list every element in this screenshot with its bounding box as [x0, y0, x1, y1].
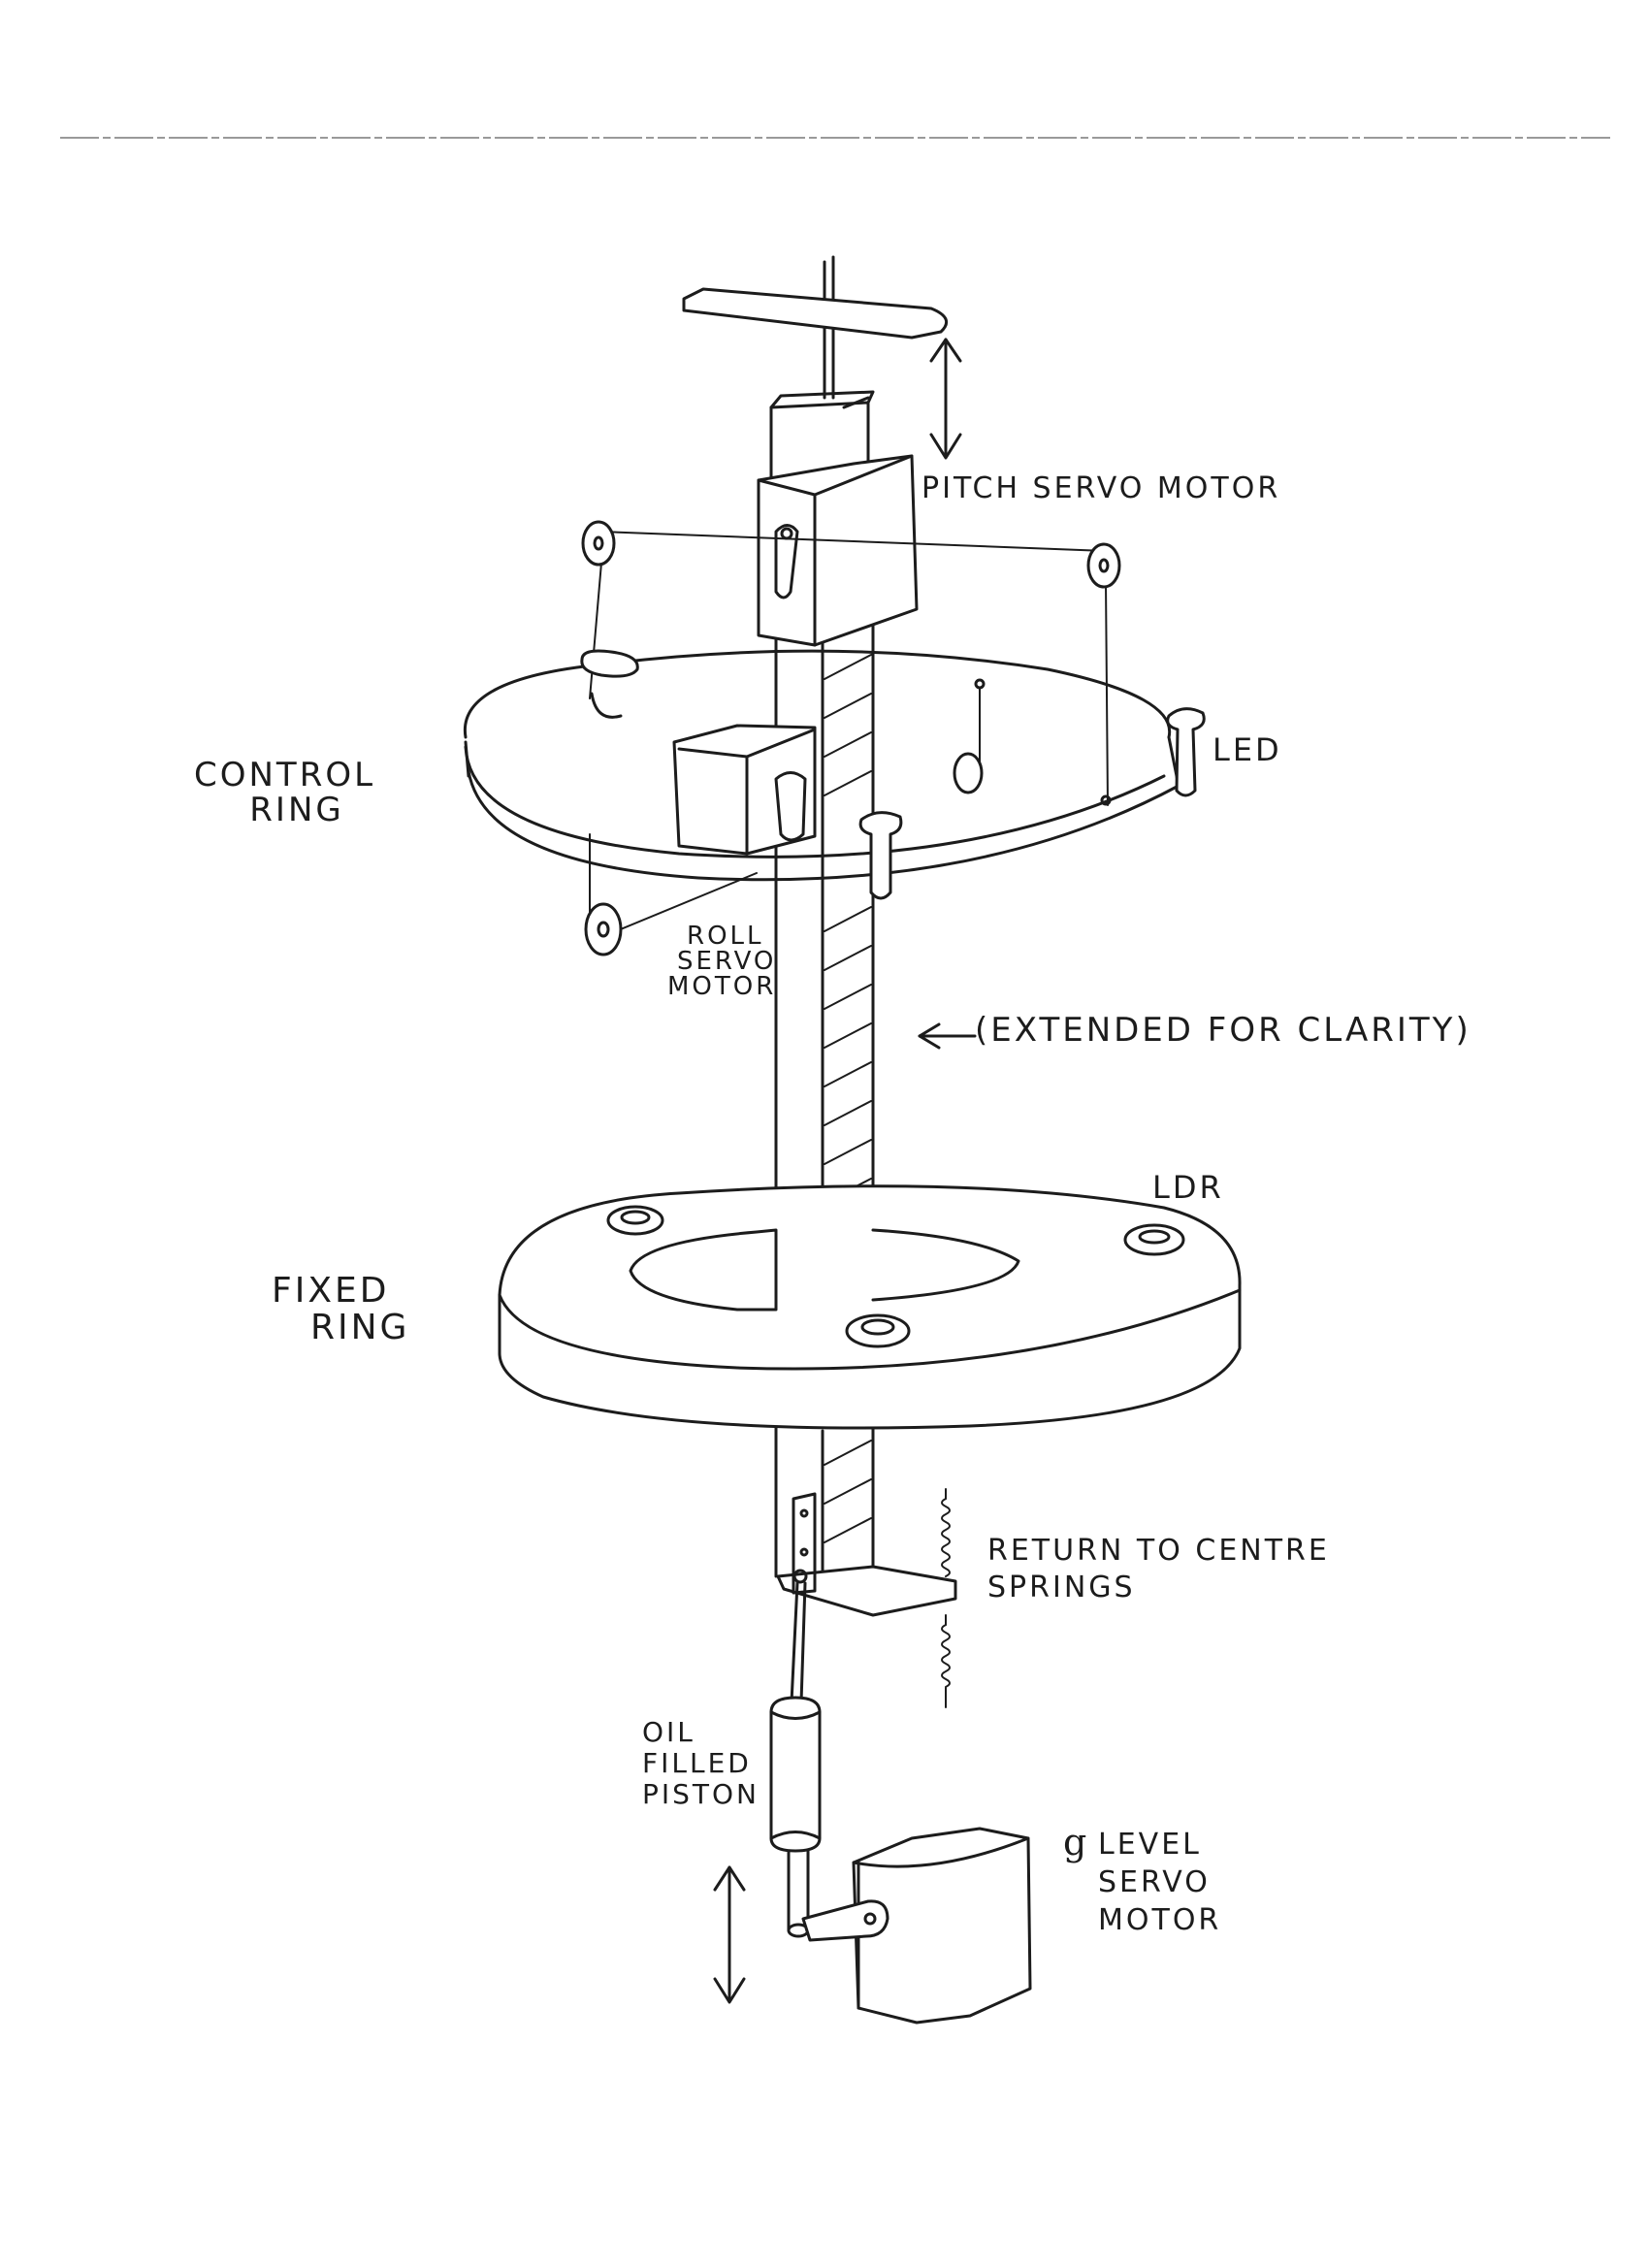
pulley-bottom-left [584, 902, 623, 956]
roll-servo-motor-label: ROLL SERVO MOTOR [667, 923, 776, 999]
level-servo-motor-label: LEVEL SERVO MOTOR [1098, 1826, 1221, 1939]
oil-filled-piston [769, 1581, 822, 1938]
pitch-servo-motor-label: PITCH SERVO MOTOR [922, 471, 1281, 505]
oil-piston-line-1: OIL [642, 1716, 695, 1748]
ldr-label: LDR [1152, 1169, 1224, 1206]
pulley-ring-left [580, 649, 639, 719]
fixed-ring-label: FIXED RING [272, 1273, 409, 1346]
roll-servo-line-1: ROLL [687, 922, 764, 951]
level-servo-line-2: SERVO [1098, 1865, 1211, 1899]
control-ring-line-1: CONTROL [194, 756, 376, 794]
pulley-top-right [1086, 542, 1121, 589]
pulley-top-left [581, 520, 616, 567]
g-symbol-label: g [1063, 1821, 1090, 1863]
led-front [858, 811, 903, 900]
roll-servo-line-2: SERVO [677, 947, 777, 976]
level-servo-box [852, 1827, 1032, 2025]
pitch-servo-box [757, 454, 919, 647]
oil-piston-line-2: FILLED [642, 1747, 752, 1780]
return-springs-line-1: RETURN TO CENTRE [987, 1534, 1330, 1568]
control-ring-line-2: RING [249, 790, 344, 829]
oil-piston-line-3: PISTON [642, 1778, 760, 1811]
ldr-sensor-front [845, 1313, 911, 1348]
top-vane [682, 255, 949, 400]
pitch-up-down-arrow [929, 338, 962, 460]
oil-filled-piston-label: OIL FILLED PISTON [642, 1716, 760, 1811]
level-up-down-arrow [713, 1865, 746, 2004]
return-to-centre-springs-label: RETURN TO CENTRE SPRINGS [987, 1533, 1330, 1605]
extended-for-clarity-label: (EXTENDED FOR CLARITY) [975, 1011, 1471, 1050]
return-springs [941, 1488, 951, 1708]
control-ring-label: CONTROL RING [194, 756, 376, 829]
fixed-ring-line-2: RING [310, 1307, 410, 1347]
fixed-ring-line-1: FIXED [272, 1271, 390, 1311]
pulley-strings [589, 531, 1109, 932]
spring-bracket [776, 1492, 957, 1617]
level-servo-line-1: LEVEL [1098, 1828, 1202, 1862]
led-right [1166, 707, 1206, 797]
control-ring [463, 649, 1180, 882]
ldr-sensor-left [606, 1205, 664, 1236]
fixed-ring [498, 1184, 1242, 1430]
roll-servo-line-3: MOTOR [667, 972, 777, 1001]
return-springs-line-2: SPRINGS [987, 1570, 1136, 1604]
led-label: LED [1212, 731, 1282, 768]
level-servo-line-3: MOTOR [1098, 1903, 1222, 1937]
extended-arrow [918, 1022, 977, 1050]
pulley-ring-mid [953, 678, 986, 794]
ldr-sensor-right [1123, 1223, 1185, 1256]
level-servo-horn [801, 1899, 889, 1942]
roll-servo-box [672, 724, 817, 856]
